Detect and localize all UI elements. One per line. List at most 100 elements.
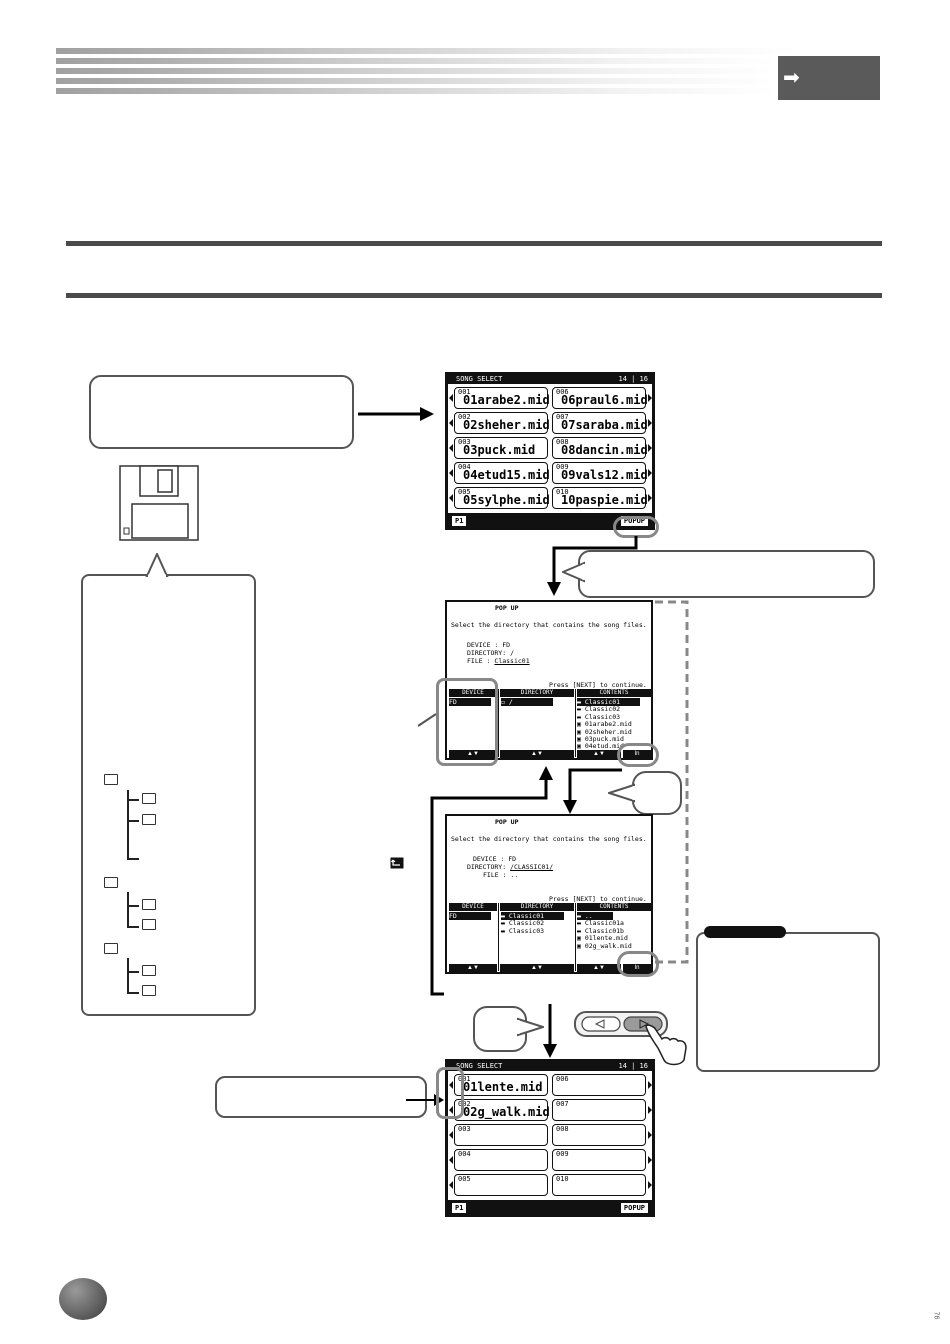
song-button[interactable]: 007	[552, 1099, 646, 1121]
page-tab[interactable]: P1	[452, 516, 467, 526]
triangle-right-icon	[648, 419, 652, 427]
list-item[interactable]: ▬ Classic01b	[577, 926, 624, 935]
section-rule-top	[66, 241, 882, 246]
chapter-tab	[778, 56, 880, 100]
list-item[interactable]: ▣ 01arabe2.mid	[577, 720, 632, 729]
directory-list[interactable]: ▬ Classic01▬ Classic02▬ Classic03	[501, 912, 565, 935]
list-item[interactable]: ▣ 03puck.mid	[577, 735, 624, 744]
directory-scroll-buttons[interactable]: ▲▼	[500, 750, 574, 758]
song-button[interactable]: 003	[454, 1124, 548, 1146]
song-number-highlight	[436, 1067, 464, 1119]
popup-button[interactable]: POPUP	[620, 516, 648, 526]
song-button[interactable]: 008	[552, 1124, 646, 1146]
tree-line	[127, 799, 139, 801]
list-item[interactable]: ▬ ..	[577, 912, 632, 920]
folder-icon	[142, 919, 156, 930]
device-row: DEVICE : FD	[473, 855, 517, 863]
contents-scroll-buttons[interactable]: ▲▼	[577, 964, 621, 972]
device-scroll-buttons[interactable]: ▲▼	[449, 964, 497, 972]
device-column-highlight	[436, 678, 498, 766]
directory-scroll-buttons[interactable]: ▲▼	[500, 964, 574, 972]
song-name: 09vals12.mid	[561, 468, 648, 482]
file-row: FILE : ..	[483, 871, 519, 879]
arrow-right-icon: ➡	[783, 67, 800, 89]
tree-line	[127, 992, 139, 994]
triangle-right-icon	[648, 1106, 652, 1114]
list-item[interactable]: ▬ Classic02	[501, 919, 545, 928]
song-name: 06praul6.mid	[561, 393, 648, 407]
popup-title: POP UP	[495, 604, 519, 612]
flow-arrow	[547, 536, 638, 596]
folder-icon	[142, 965, 156, 976]
list-item[interactable]: ▬ Classic03	[501, 926, 545, 935]
contents-list[interactable]: ▬ Classic01▬ Classic02▬ Classic03▣ 01ara…	[577, 698, 641, 751]
popup-button[interactable]: POPUP	[620, 1203, 648, 1213]
directory-list[interactable]: ▭ /	[501, 698, 553, 706]
triangle-left-icon	[449, 444, 453, 452]
folder-icon	[104, 877, 118, 888]
list-item[interactable]: ▣ 02sheher.mid	[577, 727, 632, 736]
triangle-right-icon	[648, 1156, 652, 1164]
bottom-callout	[215, 1076, 427, 1118]
list-item[interactable]: ▣ 04etud.mid	[577, 742, 624, 751]
contents-list[interactable]: ▬ ..▬ Classic01a▬ Classic01b▣ 01lente.mi…	[577, 912, 632, 950]
song-number: 005	[458, 1175, 471, 1183]
contents-column-header: CONTENTS	[577, 903, 651, 911]
in-button[interactable]: In	[623, 964, 651, 972]
list-item[interactable]: ▬ Classic01	[577, 698, 641, 706]
song-number: 005	[458, 488, 471, 496]
device-list[interactable]: FD	[449, 912, 491, 920]
device-column-header: DEVICE	[449, 903, 497, 911]
song-name: 07saraba.mid	[561, 418, 648, 432]
list-item[interactable]: ▬ Classic01a	[577, 919, 624, 928]
triangle-right-icon	[648, 394, 652, 402]
song-button[interactable]: 009	[552, 1149, 646, 1171]
folder-callout-pointer	[145, 553, 169, 577]
list-item[interactable]: ▣ 02g_walk.mid	[577, 941, 632, 950]
contents-column-header: CONTENTS	[577, 689, 651, 697]
tree-line	[127, 958, 129, 994]
triangle-left-icon	[449, 1106, 453, 1114]
song-number: 006	[556, 388, 569, 396]
folder-tree-callout	[81, 574, 256, 1016]
screen-status: 14 | 16	[618, 375, 648, 383]
list-item[interactable]: ▬ Classic01	[501, 912, 565, 920]
song-button[interactable]: 004	[454, 1149, 548, 1171]
device-scroll-buttons[interactable]: ▲▼	[449, 750, 497, 758]
screen-title-bar: SONG SELECT 14 | 16	[448, 375, 652, 384]
column-divider	[498, 689, 499, 757]
flow-arrow-back-up	[430, 766, 553, 996]
song-number: 003	[458, 438, 471, 446]
list-item[interactable]: ▬ Classic03	[577, 712, 621, 721]
song-button[interactable]: 006	[552, 1074, 646, 1096]
in-button[interactable]: In	[623, 750, 651, 758]
top-left-callout	[89, 375, 354, 449]
list-item[interactable]: ▣ 01lente.mid	[577, 934, 628, 943]
next-back-buttons[interactable]	[572, 1008, 702, 1070]
list-item[interactable]: ▬ Classic02	[577, 705, 621, 714]
triangle-right-icon	[648, 1131, 652, 1139]
header-stripe-2	[56, 58, 776, 64]
device-list[interactable]: FD	[449, 698, 491, 706]
in-button-highlight	[617, 743, 659, 767]
song-button[interactable]: 005	[454, 1174, 548, 1196]
flow-arrow-down	[563, 768, 622, 814]
contents-scroll-buttons[interactable]: ▲▼	[577, 750, 621, 758]
song-number: 010	[556, 1175, 569, 1183]
header-stripe-4	[56, 78, 776, 84]
song-button[interactable]: 010	[552, 1174, 646, 1196]
triangle-left-icon	[449, 1131, 453, 1139]
page-tab[interactable]: P1	[452, 1203, 467, 1213]
